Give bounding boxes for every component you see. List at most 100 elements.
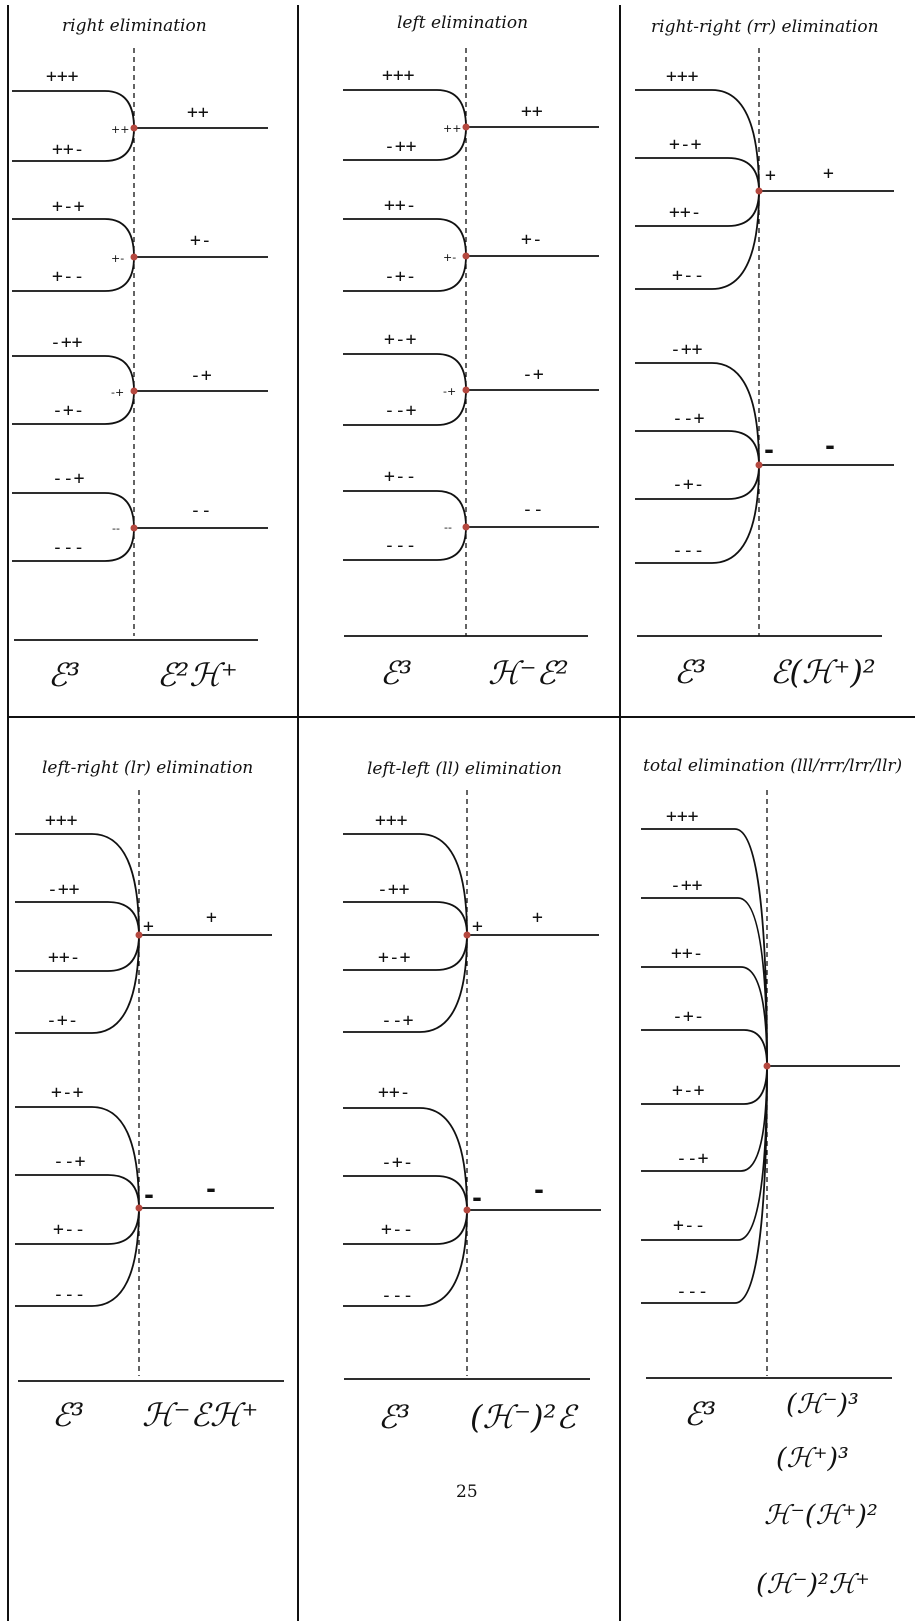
input-line (343, 1175, 468, 1211)
input-sign-label: +-+ (51, 1082, 84, 1103)
bottom-right-formula: (ℋ⁺)³ (776, 1443, 849, 1474)
fork-group: ++- -+- +-- --- - - (343, 1082, 601, 1307)
input-sign-label: --- (384, 535, 417, 556)
input-sign-label: +-+ (672, 1080, 705, 1101)
output-sign-label: ++ (521, 101, 543, 122)
output-sign-label: +- (521, 229, 543, 250)
input-sign-label: -++ (50, 332, 83, 353)
bottom-right-formula: (ℋ⁻)²ℋ⁺ (756, 1569, 870, 1600)
input-sign-label: -+- (672, 1006, 705, 1027)
junction-dot (763, 1062, 771, 1070)
input-sign-label: -++ (384, 136, 417, 157)
bottom-left-formula: ℰ³ (378, 1398, 410, 1436)
input-line (12, 355, 135, 392)
panel-title: left-left (ll) elimination (367, 759, 562, 779)
input-line (12, 218, 135, 258)
input-line (343, 526, 467, 561)
input-line (12, 90, 135, 129)
bottom-left-formula: ℰ³ (52, 1396, 84, 1434)
fork-group: +++ -++ ++ ++ (343, 65, 599, 161)
input-line (343, 389, 467, 426)
output-sign-label: -+ (190, 365, 212, 386)
input-line (15, 1106, 140, 1209)
junction-label: +- (443, 251, 456, 264)
input-sign-label: --- (52, 537, 85, 558)
input-line (343, 901, 468, 936)
input-sign-label: -+- (384, 266, 417, 287)
input-sign-label: -+- (46, 1010, 79, 1031)
junction-dot (755, 461, 763, 469)
fork-group: +-- --- -- -- (343, 466, 599, 561)
output-sign-label: +- (190, 230, 212, 251)
junction-dot (462, 386, 470, 394)
bottom-right-formula: (ℋ⁻)³ (786, 1389, 859, 1420)
input-sign-label: ++- (48, 947, 81, 968)
fork-group: +++ -++ +-+ --+ + + (343, 810, 599, 1033)
fork-group: +++ -++ ++- -+- + + (15, 810, 272, 1034)
junction-dot (755, 187, 763, 195)
input-sign-label: ++- (378, 1082, 411, 1103)
input-line (641, 1065, 768, 1304)
input-line (343, 89, 467, 128)
junction-label: + (143, 916, 154, 937)
fork-group: +-+ --+ +-- --- - - (15, 1082, 274, 1307)
input-sign-label: --+ (676, 1148, 709, 1169)
junction-dot (130, 253, 138, 261)
bottom-left-formula: ℰ³ (684, 1395, 716, 1433)
input-sign-label: +++ (666, 806, 699, 827)
junction-label: - (764, 436, 774, 464)
input-sign-label: +++ (45, 810, 78, 831)
input-sign-label: +-- (672, 265, 705, 286)
input-line (343, 218, 467, 257)
input-line (641, 966, 768, 1067)
panel-left-elimination: left elimination +++ -++ ++ ++ ++- -+- +… (343, 13, 599, 692)
input-sign-label: ++- (384, 195, 417, 216)
input-sign-label: +-+ (384, 329, 417, 350)
input-sign-label: +++ (375, 810, 408, 831)
bottom-left-formula: ℰ³ (48, 656, 80, 694)
input-line (15, 833, 140, 936)
input-line (343, 833, 468, 936)
input-line (641, 897, 768, 1067)
junction-label: +- (111, 252, 124, 265)
input-line (635, 362, 760, 466)
output-sign-label: ++ (187, 102, 209, 123)
input-sign-label: -++ (670, 875, 703, 896)
junction-label: + (765, 165, 776, 186)
input-sign-label: -++ (670, 339, 703, 360)
input-line (343, 126, 467, 161)
input-line (12, 492, 135, 529)
fork-group: --+ --- -- -- (12, 468, 268, 562)
junction-dot (462, 523, 470, 531)
output-sign-label: - (534, 1176, 544, 1204)
input-sign-label: +-+ (52, 196, 85, 217)
fork-group: +++ +-+ ++- +-- + + (635, 66, 894, 290)
input-line (12, 127, 135, 162)
bottom-left-formula: ℰ³ (674, 653, 706, 691)
fork-group: +-+ +-- +- +- (12, 196, 268, 292)
junction-label: - (144, 1181, 154, 1209)
input-line (343, 255, 467, 292)
panel-total-elimination: total elimination (lll/rrr/lrr/llr) +++ … (641, 756, 902, 1600)
fork-group: -++ -+- -+ -+ (12, 332, 268, 425)
junction-dot (130, 124, 138, 132)
output-sign-label: -+ (522, 364, 544, 385)
junction-dot (462, 252, 470, 260)
input-sign-label: +-+ (378, 947, 411, 968)
junction-label: - (472, 1184, 482, 1212)
fork-group: +-+ --+ -+ -+ (343, 329, 599, 426)
input-sign-label: -+- (381, 1152, 414, 1173)
bottom-left-formula: ℰ³ (380, 654, 412, 692)
bottom-right-formula: (ℋ⁻)²ℰ (470, 1398, 579, 1436)
panel-ll-elimination: left-left (ll) elimination +++ -++ +-+ -… (343, 759, 601, 1436)
output-sign-label: + (823, 163, 834, 184)
input-line (343, 490, 467, 528)
junction-label: -+ (443, 385, 456, 398)
panel-right-elimination: right elimination +++ ++- ++ ++ +-+ +-- … (12, 16, 268, 694)
input-line (15, 1207, 140, 1307)
panel-title: right elimination (62, 16, 207, 36)
input-sign-label: +-- (53, 1219, 86, 1240)
input-sign-label: +++ (46, 66, 79, 87)
junction-dot (130, 387, 138, 395)
